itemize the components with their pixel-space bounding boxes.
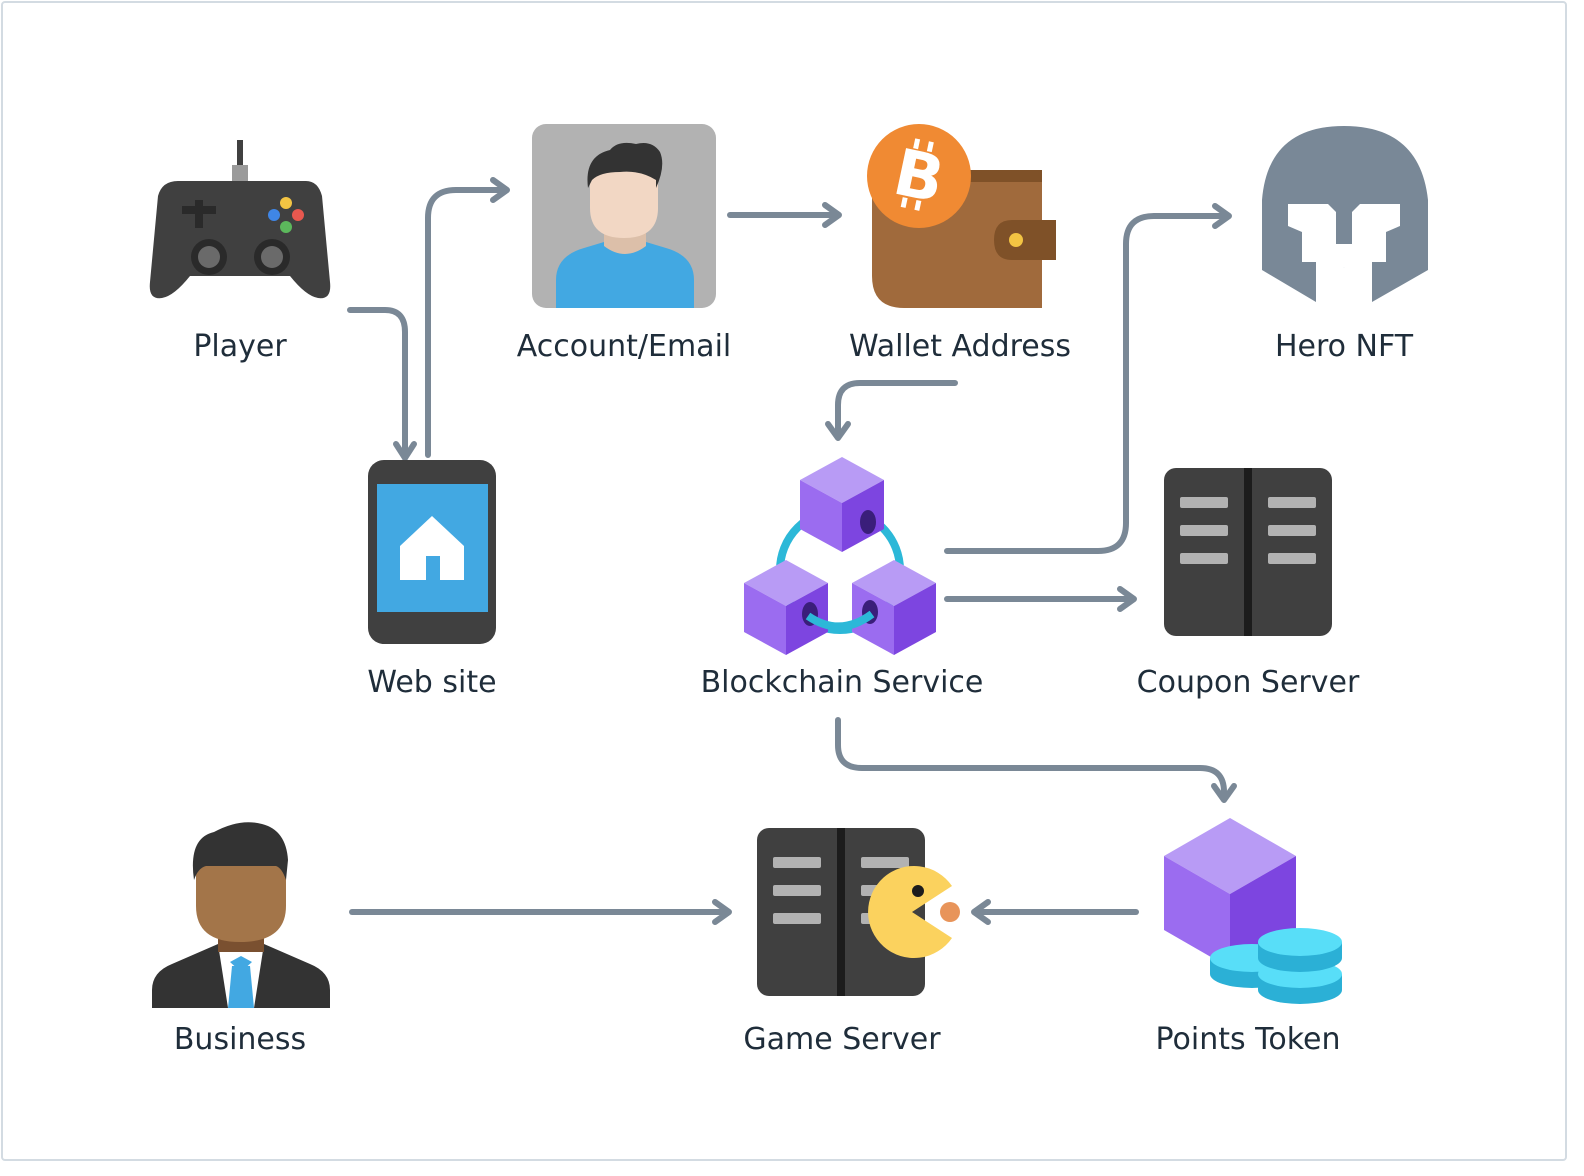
- edge-blockchain-to-points-arrowhead: [1211, 783, 1237, 803]
- node-blockchain[interactable]: Blockchain Service: [701, 457, 984, 700]
- player-label: Player: [193, 329, 287, 364]
- edge-points-to-gameserver-arrowhead: [971, 899, 991, 925]
- server-pacman-icon: [757, 828, 960, 996]
- blockchain-label: Blockchain Service: [701, 665, 984, 700]
- user-avatar-icon: [532, 124, 716, 308]
- node-website[interactable]: Web site: [367, 460, 497, 700]
- node-wallet[interactable]: B Wallet Address: [849, 124, 1071, 364]
- website-label: Web site: [367, 665, 496, 700]
- node-account[interactable]: Account/Email: [517, 124, 731, 364]
- node-gameserver[interactable]: Game Server: [743, 828, 960, 1057]
- edge-blockchain-to-hero: [944, 213, 1228, 554]
- edge-account-to-wallet-arrowhead: [822, 202, 842, 228]
- business-label: Business: [174, 1022, 306, 1057]
- blockchain-cubes-icon: [744, 457, 936, 655]
- edge-website-to-account: [425, 187, 508, 458]
- edge-player-to-website: [347, 307, 408, 461]
- node-hero[interactable]: Hero NFT: [1262, 126, 1428, 364]
- cube-coins-icon: [1164, 818, 1342, 1004]
- points-label: Points Token: [1155, 1022, 1340, 1057]
- edge-blockchain-to-coupon-arrowhead: [1117, 586, 1137, 612]
- account-label: Account/Email: [517, 329, 731, 364]
- edge-wallet-to-blockchain-arrowhead: [825, 421, 851, 441]
- businessman-icon: [152, 822, 330, 1008]
- edge-business-to-gameserver-arrowhead: [712, 899, 732, 925]
- node-business[interactable]: Business: [152, 822, 330, 1057]
- wallet-label: Wallet Address: [849, 329, 1071, 364]
- edge-player-to-website-arrowhead: [393, 441, 417, 461]
- node-player[interactable]: Player: [149, 140, 331, 364]
- edge-website-to-account-arrowhead: [490, 177, 510, 203]
- node-points[interactable]: Points Token: [1155, 818, 1342, 1057]
- coupon-label: Coupon Server: [1137, 665, 1360, 700]
- edge-blockchain-to-hero-arrowhead: [1212, 203, 1232, 229]
- bitcoin-wallet-icon: B: [867, 124, 1056, 308]
- hero-label: Hero NFT: [1275, 329, 1414, 364]
- node-coupon[interactable]: Coupon Server: [1137, 468, 1360, 700]
- helmet-icon: [1262, 126, 1428, 302]
- edge-wallet-to-blockchain: [835, 380, 958, 438]
- edges: [347, 177, 1237, 925]
- edge-blockchain-to-points: [835, 717, 1227, 801]
- phone-home-icon: [368, 460, 496, 644]
- server-icon: [1164, 468, 1332, 636]
- gameserver-label: Game Server: [743, 1022, 941, 1057]
- gamepad-icon: [149, 140, 331, 299]
